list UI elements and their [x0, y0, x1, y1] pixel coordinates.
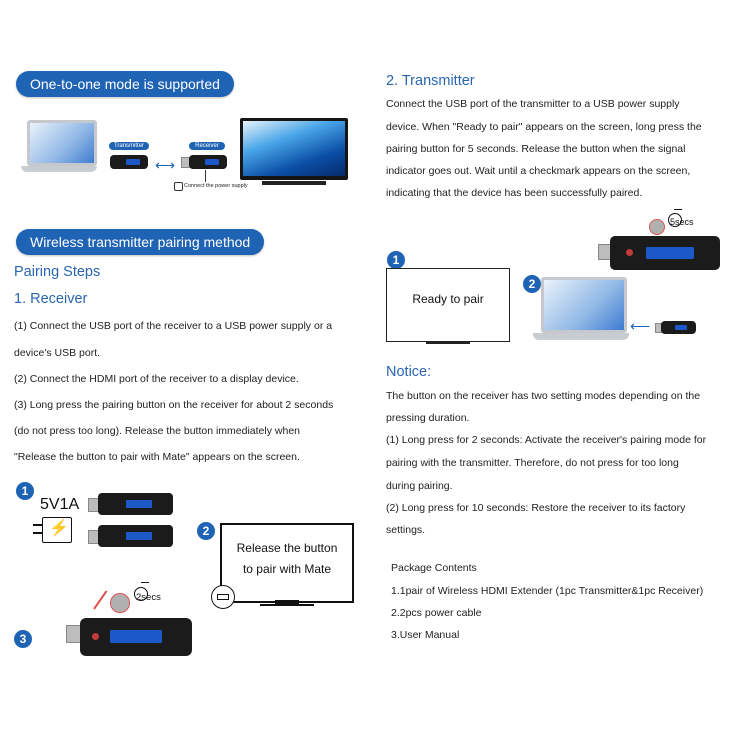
- transmitter-tag: Transmitter: [109, 142, 149, 150]
- one-to-one-mode-banner: One-to-one mode is supported: [16, 71, 234, 97]
- notice-line-5: during pairing.: [386, 480, 453, 492]
- timer-2s-icon: [134, 587, 148, 601]
- transmitter-line-3: pairing button for 5 seconds. Release th…: [386, 143, 686, 155]
- adapter-prong-top: [33, 524, 42, 526]
- notice-line-7: settings.: [386, 524, 426, 536]
- adapter-prong-bottom: [33, 532, 42, 534]
- notice-heading: Notice:: [386, 364, 432, 380]
- step-2-badge: 2: [197, 522, 215, 540]
- transmitter-dongle-small: [661, 321, 696, 334]
- tv-display: [240, 118, 348, 180]
- ready-monitor-stand: [426, 341, 470, 344]
- transmitter-line-1: Connect the USB port of the transmitter …: [386, 98, 680, 110]
- transmitter-heading: 2. Transmitter: [386, 73, 475, 89]
- ready-monitor: Ready to pair: [386, 268, 510, 342]
- transmitter-button-icon: [649, 219, 665, 235]
- transmitter-line-5: indicating that the device has been succ…: [386, 187, 643, 199]
- pointer-line-red: [93, 590, 108, 610]
- timer-5s-icon: [668, 213, 682, 227]
- package-item-3: 3.User Manual: [391, 629, 460, 641]
- timer-tick-5: [674, 209, 682, 210]
- package-title: Package Contents: [391, 562, 477, 574]
- power-plug-icon: [174, 182, 183, 191]
- receiver-line-3: (2) Connect the HDMI port of the receive…: [14, 373, 299, 385]
- receiver-heading: 1. Receiver: [14, 291, 88, 307]
- pairing-method-banner: Wireless transmitter pairing method: [16, 229, 265, 255]
- step-1-badge: 1: [16, 482, 34, 500]
- pairing-steps-heading: Pairing Steps: [14, 264, 101, 280]
- notice-line-6: (2) Long press for 10 seconds: Restore t…: [386, 502, 686, 514]
- package-item-1: 1.1pair of Wireless HDMI Extender (1pc T…: [391, 585, 704, 597]
- notice-line-2: pressing duration.: [386, 412, 470, 424]
- left-arrow-icon: ⟵: [630, 318, 651, 334]
- secs-2-label: 2secs: [136, 592, 161, 603]
- receiver-dongle-c: [80, 618, 192, 656]
- receiver-dongle: [189, 155, 227, 169]
- package-item-2: 2.2pcs power cable: [391, 607, 482, 619]
- notice-line-1: The button on the receiver has two setti…: [386, 390, 701, 402]
- release-display: Release the button to pair with Mate: [220, 523, 354, 603]
- laptop-base: [21, 166, 97, 172]
- receiver-dongle-b: [98, 525, 173, 547]
- tx-laptop-screen: [541, 277, 627, 333]
- tx-step-1-badge: 1: [387, 251, 405, 269]
- release-line-2: to pair with Mate: [242, 562, 332, 576]
- transmitter-line-4: indicator goes out. Wait until a checkma…: [386, 165, 691, 177]
- transmitter-dongle: [110, 155, 148, 169]
- receiver-line-1: (1) Connect the USB port of the receiver…: [14, 320, 333, 332]
- power-adapter-icon: ⚡: [42, 517, 72, 543]
- connect-power-note: Connect the power supply: [184, 183, 248, 189]
- ready-to-pair-text: Ready to pair: [412, 292, 484, 306]
- transmitter-dongle-large: [610, 236, 720, 270]
- timer-tick: [141, 582, 149, 583]
- receiver-tag: Receiver: [189, 142, 225, 150]
- pairing-button-icon: [110, 593, 130, 613]
- laptop-screen: [27, 120, 97, 166]
- receiver-line-5: (do not press too long). Release the but…: [14, 425, 300, 437]
- display-foot: [260, 604, 314, 606]
- pointer-line: [205, 170, 206, 182]
- transmitter-line-2: device. When "Ready to pair" appears on …: [386, 121, 702, 133]
- receiver-line-4: (3) Long press the pairing button on the…: [14, 399, 334, 411]
- tx-laptop-base: [533, 333, 629, 340]
- receiver-dongle-a: [98, 493, 173, 515]
- release-line-1: Release the button: [236, 541, 338, 555]
- tv-stand: [262, 181, 326, 185]
- receiver-line-2: device's USB port.: [14, 347, 101, 359]
- power-label: 5V1A: [40, 496, 80, 513]
- secs-5-label: 5secs: [670, 217, 694, 227]
- hdmi-port-icon: [211, 585, 235, 609]
- notice-line-4: pairing with the transmitter. Therefore,…: [386, 457, 679, 469]
- notice-line-3: (1) Long press for 2 seconds: Activate t…: [386, 434, 707, 446]
- display-stand: [275, 600, 299, 604]
- step-3-badge: 3: [14, 630, 32, 648]
- double-arrow-icon: ⟷: [155, 157, 176, 173]
- receiver-line-6: "Release the button to pair with Mate" a…: [14, 451, 300, 463]
- tx-step-2-badge: 2: [523, 275, 541, 293]
